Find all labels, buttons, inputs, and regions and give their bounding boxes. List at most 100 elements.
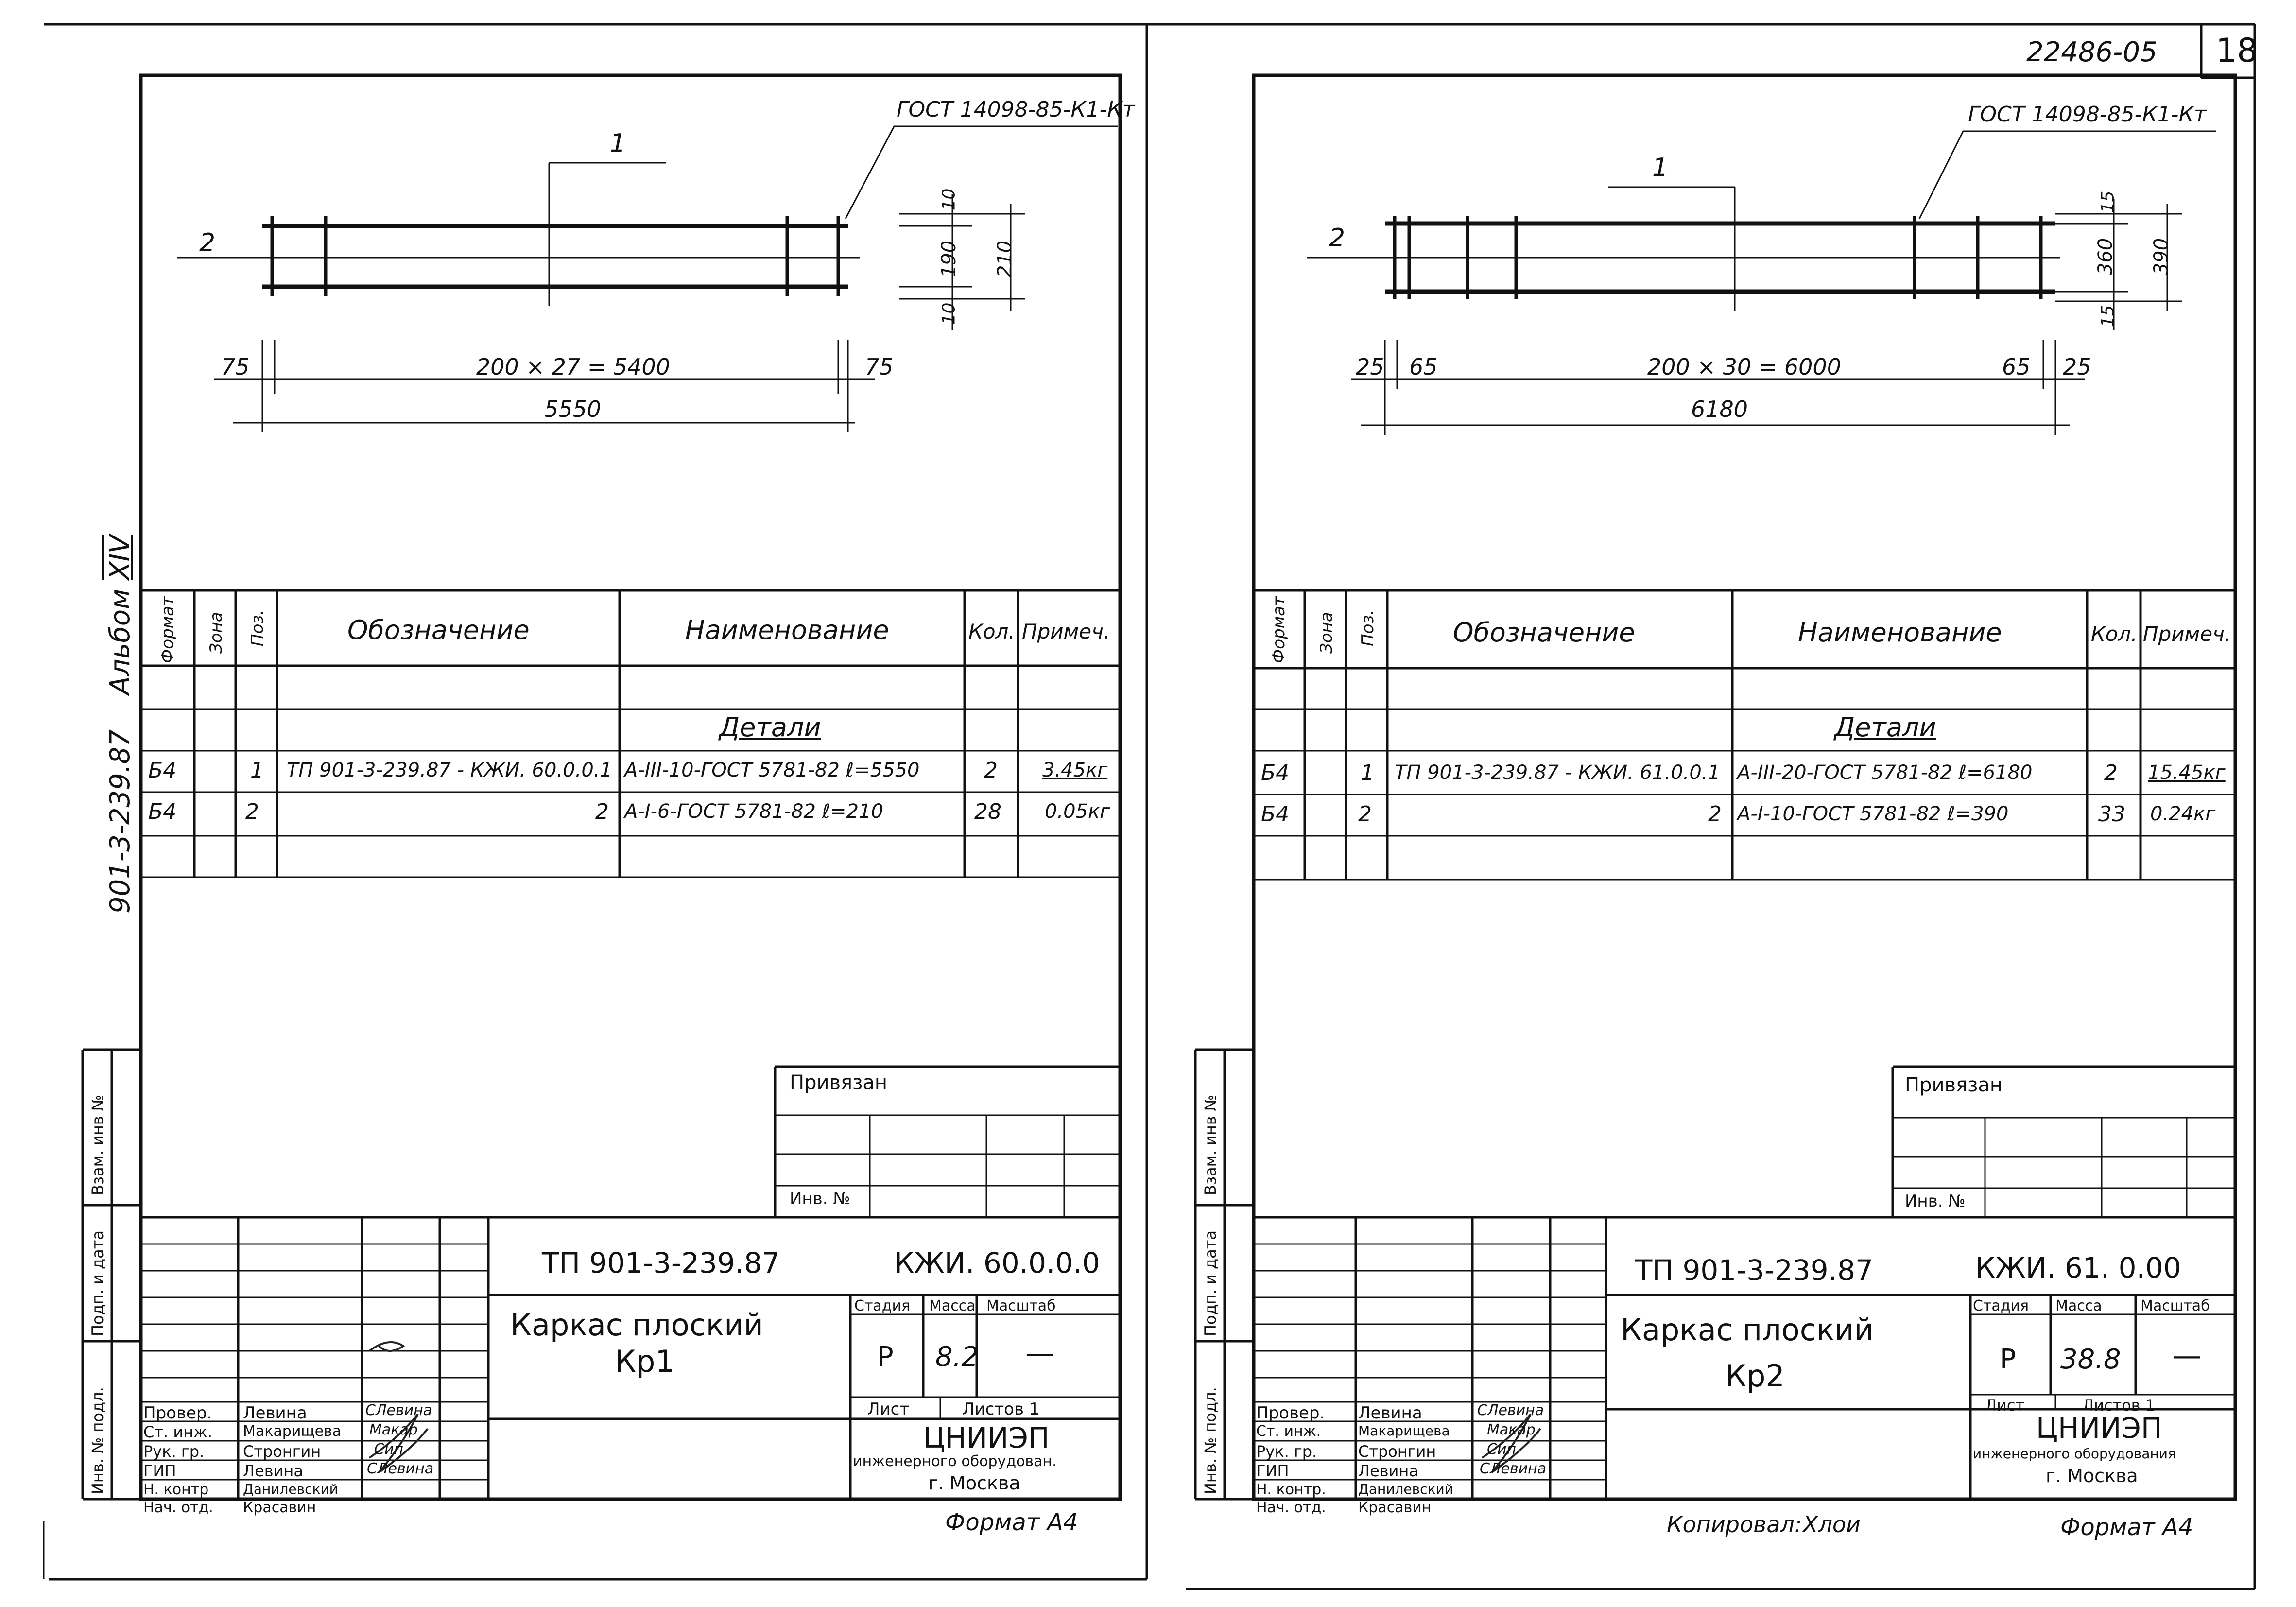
person-role-2: Ст. инж.: [1256, 1423, 1321, 1440]
spec-row-1-qty: 2: [984, 758, 998, 783]
dim-side-right: 75: [865, 354, 894, 380]
mass-label: Масса: [2055, 1297, 2102, 1314]
title-line-1: Каркас плоский: [1621, 1312, 1874, 1348]
title-line-1: Каркас плоский: [510, 1307, 763, 1343]
stage-label: Стадия: [854, 1297, 911, 1314]
spec-row-2-qty: 28: [974, 799, 1001, 824]
org-subtitle: инженерного оборудования: [1973, 1446, 2176, 1462]
spec-row-2-pos: 2: [245, 799, 259, 824]
dim-right-inner: 360: [2094, 238, 2117, 276]
org-subtitle: инженерного оборудован.: [853, 1453, 1057, 1470]
spec-row-1-pos: 1: [1361, 760, 1374, 785]
person-name-1: Левина: [243, 1403, 307, 1423]
spec-row-1-qty: 2: [2104, 760, 2118, 785]
dim-total: 6180: [1691, 396, 1748, 422]
position-2-label: 2: [199, 228, 216, 258]
spec-header-format: Формат: [158, 596, 177, 663]
dim-right-top: 10: [939, 188, 959, 211]
person-role-4: ГИП: [143, 1462, 176, 1480]
dim-right-bottom: 15: [2098, 305, 2118, 328]
album-volume: XIV: [104, 535, 136, 580]
person-sign-3: Сип: [1487, 1441, 1517, 1458]
person-role-1: Провер.: [143, 1403, 212, 1423]
spec-header-pos: Поз.: [248, 609, 267, 646]
spec-header-designation: Обозначение: [347, 615, 530, 645]
person-name-1: Левина: [1358, 1403, 1422, 1423]
album-code: 901-3-239.87: [104, 729, 136, 914]
spec-header-name: Наименование: [1798, 617, 2002, 648]
title-line-2: Кр1: [615, 1344, 674, 1379]
privyazan-label: Привязан: [790, 1071, 888, 1094]
spec-row-1-note: 3.45кг: [1042, 759, 1108, 781]
stage-label: Стадия: [1973, 1297, 2029, 1314]
dim-side-left-inner: 65: [1409, 354, 1438, 380]
spec-header-qty: Кол.: [968, 620, 1015, 643]
person-name-6: Красавин: [243, 1499, 316, 1516]
spec-header-name: Наименование: [685, 615, 889, 645]
person-sign-4: СЛевина: [1480, 1460, 1547, 1477]
person-role-3: Рук. гр.: [143, 1442, 205, 1461]
spec-row-1-name: А-III-20-ГОСТ 5781-82 ℓ=6180: [1737, 761, 2033, 784]
mass-value: 38.8: [2060, 1344, 2121, 1375]
spec-row-2-format: Б4: [1261, 802, 1290, 827]
doc-code: КЖИ. 60.0.0.0: [894, 1246, 1100, 1279]
person-role-2: Ст. инж.: [143, 1423, 213, 1441]
stamp-inv-no: Инв. № подл.: [88, 1387, 107, 1494]
dim-side-left: 25: [1356, 354, 1384, 380]
format-label: Формат А4: [2060, 1514, 2193, 1541]
position-1-label: 1: [1652, 153, 1669, 182]
dim-total: 5550: [544, 396, 602, 422]
spec-header-format: Формат: [1269, 596, 1289, 663]
dim-right-top: 15: [2098, 190, 2118, 213]
privyazan-label: Привязан: [1905, 1074, 2003, 1096]
person-name-6: Красавин: [1358, 1499, 1432, 1516]
dim-right-outer: 210: [994, 240, 1017, 278]
inv-no-label: Инв. №: [1905, 1192, 1966, 1211]
person-name-5: Данилевский: [243, 1481, 338, 1497]
spec-row-1-format: Б4: [148, 758, 177, 783]
project-code: ТП 901-3-239.87: [1635, 1254, 1873, 1287]
mass-value: 8.2: [935, 1341, 979, 1373]
spec-header-qty: Кол.: [2091, 622, 2138, 646]
person-sign-2: Макар: [369, 1421, 418, 1438]
dim-middle: 200 × 27 = 5400: [476, 354, 670, 380]
person-role-5: Н. контр.: [1256, 1481, 1326, 1498]
spec-row-2-designation: 2: [595, 799, 609, 824]
person-role-6: Нач. отд.: [1256, 1499, 1326, 1516]
person-name-4: Левина: [1358, 1462, 1418, 1480]
inv-no-label: Инв. №: [790, 1189, 850, 1209]
scale-label: Масштаб: [2141, 1297, 2210, 1314]
stamp-sign-date: Подп. и дата: [1201, 1230, 1220, 1336]
spec-row-2-qty: 33: [2098, 802, 2125, 827]
sheet-label: Лист: [1985, 1396, 2025, 1415]
spec-row-2-note: 0.24кг: [2150, 803, 2216, 825]
stage-value: Р: [2000, 1344, 2016, 1375]
spec-header-zone: Зона: [207, 612, 226, 654]
org-name: ЦНИИЭП: [923, 1421, 1050, 1454]
scale-label: Масштаб: [986, 1297, 1056, 1314]
dim-side-right-inner: 65: [2002, 354, 2031, 380]
stamp-replace-inv: Взам. инв №: [88, 1094, 107, 1195]
spec-header-designation: Обозначение: [1453, 617, 1635, 648]
spec-row-2-name: А-I-6-ГОСТ 5781-82 ℓ=210: [624, 800, 883, 823]
spec-row-1-format: Б4: [1261, 760, 1290, 785]
spec-row-1-pos: 1: [250, 758, 264, 783]
spec-row-2-note: 0.05кг: [1045, 800, 1110, 823]
scale-value: —: [1025, 1336, 1054, 1370]
copied-by-label: Копировал:: [1667, 1511, 1802, 1538]
person-sign-1: СЛевина: [365, 1402, 432, 1419]
spec-row-1-designation: ТП 901-3-239.87 - КЖИ. 61.0.0.1: [1395, 761, 1720, 784]
album-label: Альбом: [104, 588, 136, 695]
org-city: г. Москва: [928, 1472, 1020, 1494]
scale-value: —: [2172, 1339, 2201, 1373]
spec-header-note: Примеч.: [2143, 622, 2231, 646]
person-role-1: Провер.: [1256, 1403, 1325, 1423]
album-label-vertical: 901-3-239.87 Альбом XIV: [104, 535, 136, 914]
project-code: ТП 901-3-239.87: [542, 1246, 780, 1279]
spec-row-2-format: Б4: [148, 799, 177, 824]
dim-right-bottom: 10: [939, 302, 959, 325]
person-name-2: Макарищева: [243, 1423, 342, 1440]
doc-number: 22486-05: [2026, 36, 2158, 68]
person-name-3: Стронгин: [243, 1442, 321, 1461]
position-2-label: 2: [1329, 224, 1346, 253]
